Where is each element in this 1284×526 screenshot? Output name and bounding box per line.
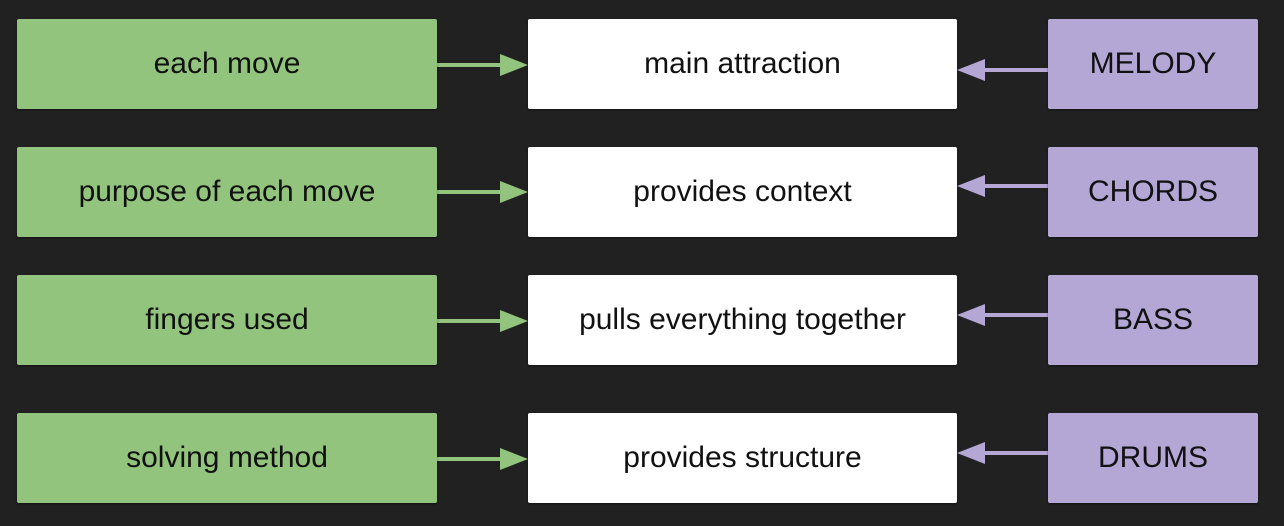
arrow-left-to-middle-3 xyxy=(437,310,528,332)
right-box-label: CHORDS xyxy=(1087,175,1218,208)
left-box-purpose-of-each-move: purpose of each move xyxy=(17,147,437,237)
left-box-label: fingers used xyxy=(145,303,309,336)
arrow-left-to-middle-1 xyxy=(437,54,528,76)
right-box-drums: DRUMS xyxy=(1048,413,1258,503)
right-box-label: DRUMS xyxy=(1098,441,1208,474)
right-box-melody: MELODY xyxy=(1048,19,1258,109)
middle-box-main-attraction: main attraction xyxy=(528,19,957,109)
arrow-right-to-middle-1 xyxy=(957,59,1048,81)
arrow-left-to-middle-4 xyxy=(437,448,528,470)
right-box-bass: BASS xyxy=(1048,275,1258,365)
right-box-label: BASS xyxy=(1112,303,1194,336)
middle-box-label: pulls everything together xyxy=(579,303,906,336)
right-box-label: MELODY xyxy=(1089,47,1217,80)
middle-box-label: provides structure xyxy=(623,441,862,474)
middle-box-provides-context: provides context xyxy=(528,147,957,237)
arrow-left-to-middle-2 xyxy=(437,181,528,203)
left-box-label: solving method xyxy=(126,441,328,474)
left-box-label: purpose of each move xyxy=(78,175,376,208)
right-box-chords: CHORDS xyxy=(1048,147,1258,237)
arrow-right-to-middle-3 xyxy=(957,304,1048,326)
middle-box-label: provides context xyxy=(633,175,852,208)
middle-box-provides-structure: provides structure xyxy=(528,413,957,503)
middle-box-label: main attraction xyxy=(644,47,841,80)
left-box-fingers-used: fingers used xyxy=(17,275,437,365)
arrow-right-to-middle-2 xyxy=(957,175,1048,197)
left-box-label: each move xyxy=(153,47,301,80)
arrow-right-to-middle-4 xyxy=(957,442,1048,464)
left-box-solving-method: solving method xyxy=(17,413,437,503)
left-box-each-move: each move xyxy=(17,19,437,109)
middle-box-pulls-everything-together: pulls everything together xyxy=(528,275,957,365)
